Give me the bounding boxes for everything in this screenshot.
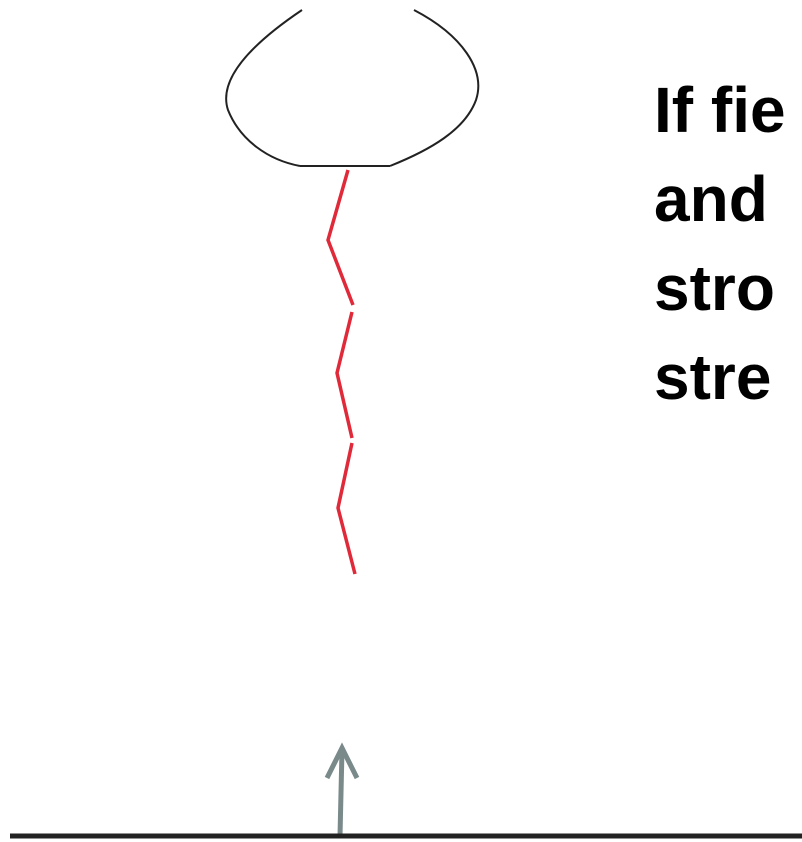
lightning-leader-icon [328, 170, 355, 574]
caption-line-4: stre [654, 333, 786, 422]
cloud-left-arc [226, 10, 302, 166]
caption-line-1: If fie [654, 66, 786, 155]
arrow-shaft [340, 750, 342, 836]
leader-segment-2 [337, 312, 352, 438]
caption-line-2: and [654, 155, 786, 244]
cloud-outline-icon [226, 10, 478, 166]
caption-line-3: stro [654, 244, 786, 333]
leader-segment-1 [328, 170, 353, 305]
caption-text: If fie and stro stre [654, 66, 786, 422]
leader-segment-3 [338, 443, 355, 574]
upward-arrow-icon [327, 748, 357, 836]
cloud-right-arc [390, 10, 478, 166]
